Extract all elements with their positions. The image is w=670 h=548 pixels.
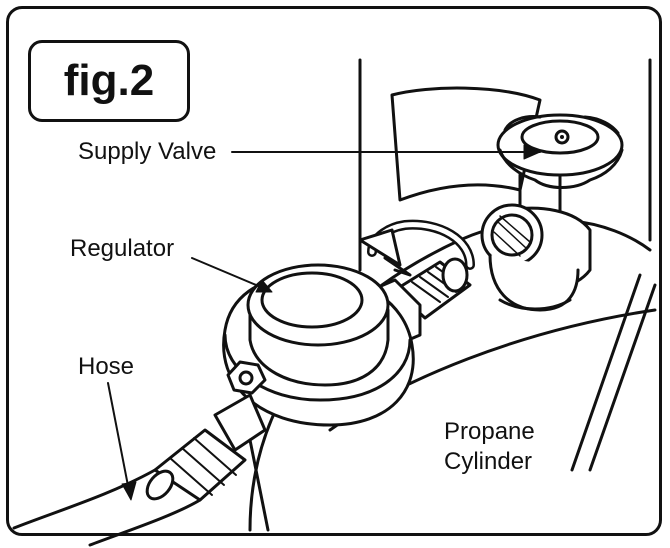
- cylinder-side-line-2: [588, 283, 657, 472]
- propane-cylinder-label-line2: Cylinder: [444, 448, 533, 475]
- hose-body-lower: [88, 498, 202, 547]
- hose-leader: [107, 382, 131, 497]
- figure-label: fig.2: [28, 40, 190, 122]
- regulator-leader: [191, 257, 269, 291]
- propane-cylinder-label-line1: Propane: [444, 418, 535, 445]
- hose-label: Hose: [78, 353, 135, 380]
- cylinder-side-line: [570, 273, 642, 472]
- supply-valve-label: Supply Valve: [78, 138, 217, 165]
- regulator-cap-inner: [260, 271, 364, 329]
- valve-handwheel-scallops: [498, 148, 624, 189]
- regulator-side-nut: [226, 360, 267, 395]
- hose-body: [12, 468, 157, 530]
- regulator-inlet-tip: [441, 257, 469, 293]
- propane-cylinder-label: Propane Cylinder: [444, 417, 535, 477]
- hose-fitting-neck: [213, 393, 267, 452]
- rotation-arrow-head: [358, 228, 402, 267]
- regulator-label: Regulator: [70, 235, 175, 262]
- cylinder-shoulder: [248, 218, 652, 532]
